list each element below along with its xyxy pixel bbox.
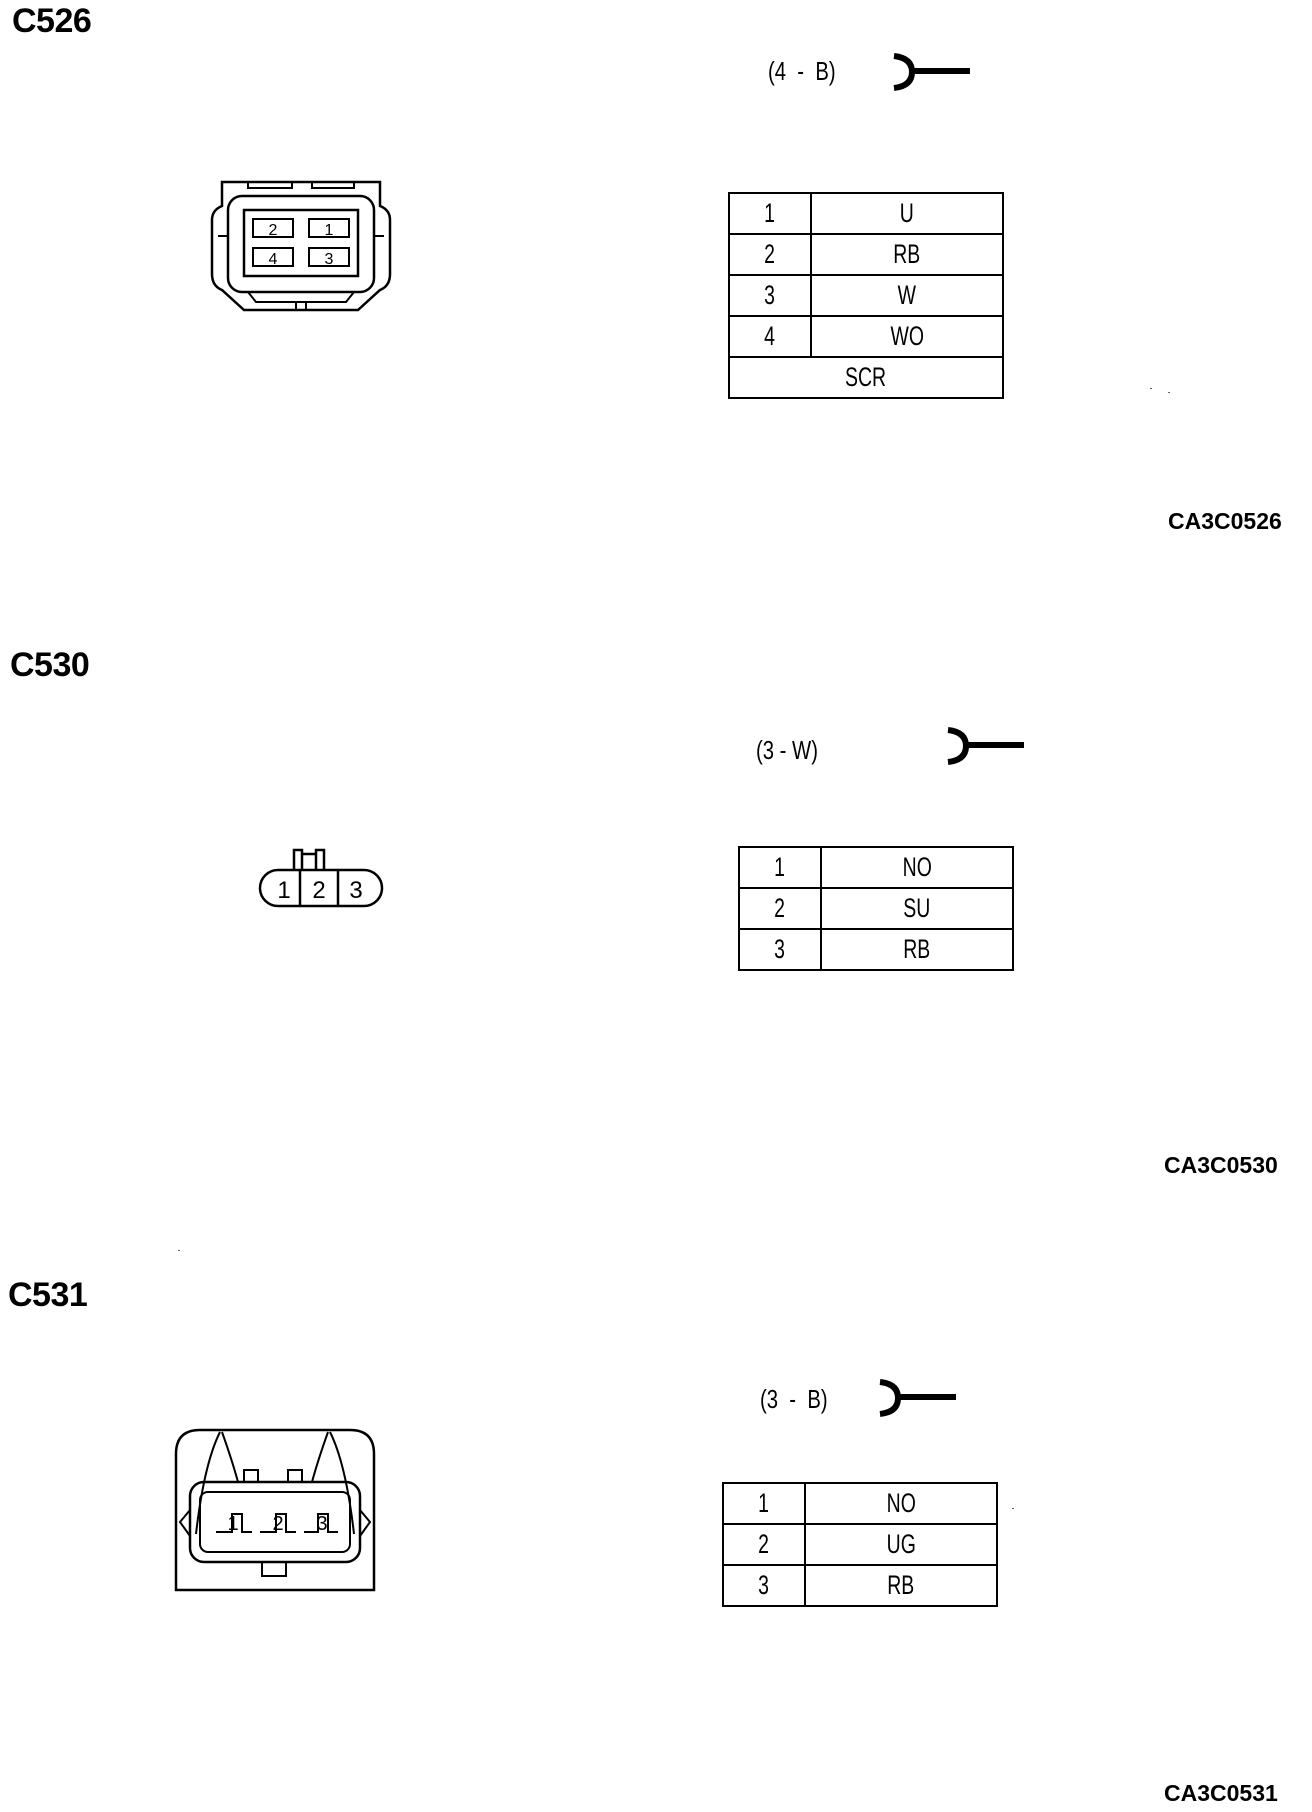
pin-table: 1 NO 2 UG 3 RB: [722, 1482, 998, 1607]
pin-label: 2: [312, 877, 325, 904]
connector-spec: (3 - B): [760, 1384, 828, 1414]
connector-id: C531: [8, 1276, 88, 1314]
pin-label: 2: [269, 222, 278, 239]
connector-face-3pin: 1 2 3: [258, 848, 384, 908]
pin-number: 1: [728, 192, 812, 235]
pin-number: 3: [722, 1564, 806, 1607]
table-row: 1 NO: [722, 1482, 998, 1525]
pin-label: 4: [269, 251, 278, 268]
pin-label: 1: [277, 877, 290, 904]
reference-code: CA3C0526: [1168, 508, 1282, 534]
wire-color: U: [810, 192, 1004, 235]
pin-label: 1: [227, 1513, 238, 1535]
shield-footer: SCR: [728, 356, 1004, 399]
wire-color: UG: [804, 1523, 998, 1566]
reference-code: CA3C0531: [1164, 1780, 1278, 1806]
wire-color: SU: [820, 887, 1014, 930]
scan-speck: [178, 1250, 180, 1251]
pin-number: 2: [738, 887, 822, 930]
wire-color: RB: [810, 233, 1004, 276]
connector-spec: (4 - B): [768, 56, 836, 86]
pin-number: 1: [722, 1482, 806, 1525]
pin-label: 2: [272, 1513, 283, 1535]
wire-color: NO: [804, 1482, 998, 1525]
table-row: 3 RB: [738, 928, 1014, 971]
pin-number: 4: [728, 315, 812, 358]
pin-table: 1 U 2 RB 3 W 4 WO SCR: [728, 192, 1004, 399]
table-row: 2 UG: [722, 1523, 998, 1566]
table-row: 2 SU: [738, 887, 1014, 930]
female-terminal-icon: [947, 727, 1024, 765]
pin-number: 3: [728, 274, 812, 317]
table-row: 1 U: [728, 192, 1004, 235]
scan-speck: [1012, 1508, 1014, 1509]
connector-face-4pin: 2 1 4 3: [210, 180, 392, 312]
connector-spec: (3 - W): [756, 735, 818, 765]
pin-number: 2: [728, 233, 812, 276]
scan-speck: [1168, 392, 1170, 393]
table-row: 3 RB: [722, 1564, 998, 1607]
table-row: SCR: [728, 356, 1004, 399]
pin-number: 3: [738, 928, 822, 971]
table-row: 2 RB: [728, 233, 1004, 276]
pin-label: 3: [349, 877, 362, 904]
connector-id: C530: [10, 646, 90, 684]
pin-number: 2: [722, 1523, 806, 1566]
scan-speck: [1150, 388, 1152, 389]
wire-color: W: [810, 274, 1004, 317]
pin-label: 3: [316, 1513, 327, 1535]
pin-label: 3: [325, 251, 334, 268]
wire-color: WO: [810, 315, 1004, 358]
connector-face-3pin-housing: 1 2 3: [174, 1428, 376, 1592]
table-row: 1 NO: [738, 846, 1014, 889]
table-row: 3 W: [728, 274, 1004, 317]
wire-color: RB: [820, 928, 1014, 971]
female-terminal-icon: [893, 53, 970, 91]
table-row: 4 WO: [728, 315, 1004, 358]
pin-table: 1 NO 2 SU 3 RB: [738, 846, 1014, 971]
connector-id: C526: [12, 2, 92, 40]
female-terminal-icon: [879, 1379, 956, 1417]
pin-label: 1: [325, 222, 334, 239]
wire-color: NO: [820, 846, 1014, 889]
wire-color: RB: [804, 1564, 998, 1607]
pin-number: 1: [738, 846, 822, 889]
reference-code: CA3C0530: [1164, 1152, 1278, 1178]
